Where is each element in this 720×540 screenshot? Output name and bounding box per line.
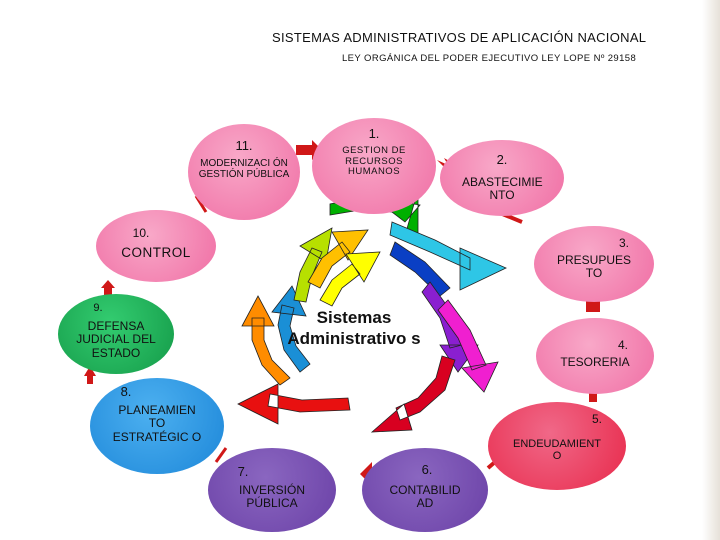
node-number: 4. [617, 338, 628, 352]
node-label: CONTROL [121, 245, 191, 260]
spiral-arrow-magenta [437, 299, 499, 393]
spiral-arrow-yellow [319, 251, 381, 307]
spiral-arrow-crimson [370, 355, 456, 433]
spiral-arrow-lime [293, 227, 333, 303]
node-label: MODERNIZACI ÓN GESTIÓN PÚBLICA [198, 158, 290, 181]
node-presupuesto: 3. PRESUPUES TO [534, 226, 654, 302]
node-number: 2. [496, 152, 508, 167]
node-endeudamiento: 5. ENDEUDAMIENT O [488, 402, 626, 490]
connector-arrow [214, 447, 228, 463]
node-label: PRESUPUES TO [556, 253, 632, 281]
spiral-arrow-red [237, 383, 351, 425]
node-tesoreria: 4. TESORERIA [536, 318, 654, 394]
node-gestion-recursos-humanos: 1. GESTION DE RECURSOS HUMANOS [312, 118, 436, 214]
node-label: INVERSIÓN PÚBLICA [238, 483, 305, 511]
page-title: SISTEMAS ADMINISTRATIVOS DE APLICACIÓN N… [272, 30, 647, 45]
node-label: CONTABILID AD [389, 483, 461, 511]
node-number: 8. [120, 384, 132, 399]
node-number: 1. [368, 126, 380, 141]
node-label: GESTION DE RECURSOS HUMANOS [342, 145, 406, 178]
node-defensa-judicial: 9. DEFENSA JUDICIAL DEL ESTADO [58, 294, 174, 374]
node-abastecimiento: 2. ABASTECIMIE NTO [440, 140, 564, 216]
node-modernizacion-gestion-publica: 11. MODERNIZACI ÓN GESTIÓN PÚBLICA [188, 124, 300, 220]
node-label: DEFENSA JUDICIAL DEL ESTADO [76, 319, 156, 360]
node-contabilidad: 6. CONTABILID AD [362, 448, 488, 532]
spiral-arrow-cyan [389, 221, 507, 291]
node-number: 9. [93, 302, 103, 314]
center-label: Sistemas Administrativo s [287, 308, 421, 348]
node-number: 3. [618, 236, 629, 250]
node-planeamiento-estrategico: 8. PLANEAMIEN TO ESTRATÉGIC O [90, 378, 224, 474]
node-label: TESORERIA [560, 355, 630, 369]
node-number: 7. [237, 464, 249, 479]
node-number: 5. [591, 412, 602, 426]
node-label: ABASTECIMIE NTO [462, 175, 543, 203]
node-label: ENDEUDAMIENT O [512, 438, 601, 463]
node-number: 6. [421, 462, 433, 477]
slide-edge-shadow [702, 0, 720, 540]
connector-arrow [101, 280, 115, 296]
node-label: PLANEAMIEN TO ESTRATÉGIC O [112, 403, 202, 444]
node-number: 10. [132, 226, 150, 240]
spiral-arrow-gold [307, 229, 369, 289]
connector-arrow [84, 366, 96, 384]
node-control: 10. CONTROL [96, 210, 216, 282]
node-inversion-publica: 7. INVERSIÓN PÚBLICA [208, 448, 336, 532]
node-number: 11. [235, 138, 253, 153]
spiral-arrow-orange [241, 295, 291, 386]
page-subtitle: LEY ORGÁNICA DEL PODER EJECUTIVO LEY LOP… [342, 53, 637, 64]
